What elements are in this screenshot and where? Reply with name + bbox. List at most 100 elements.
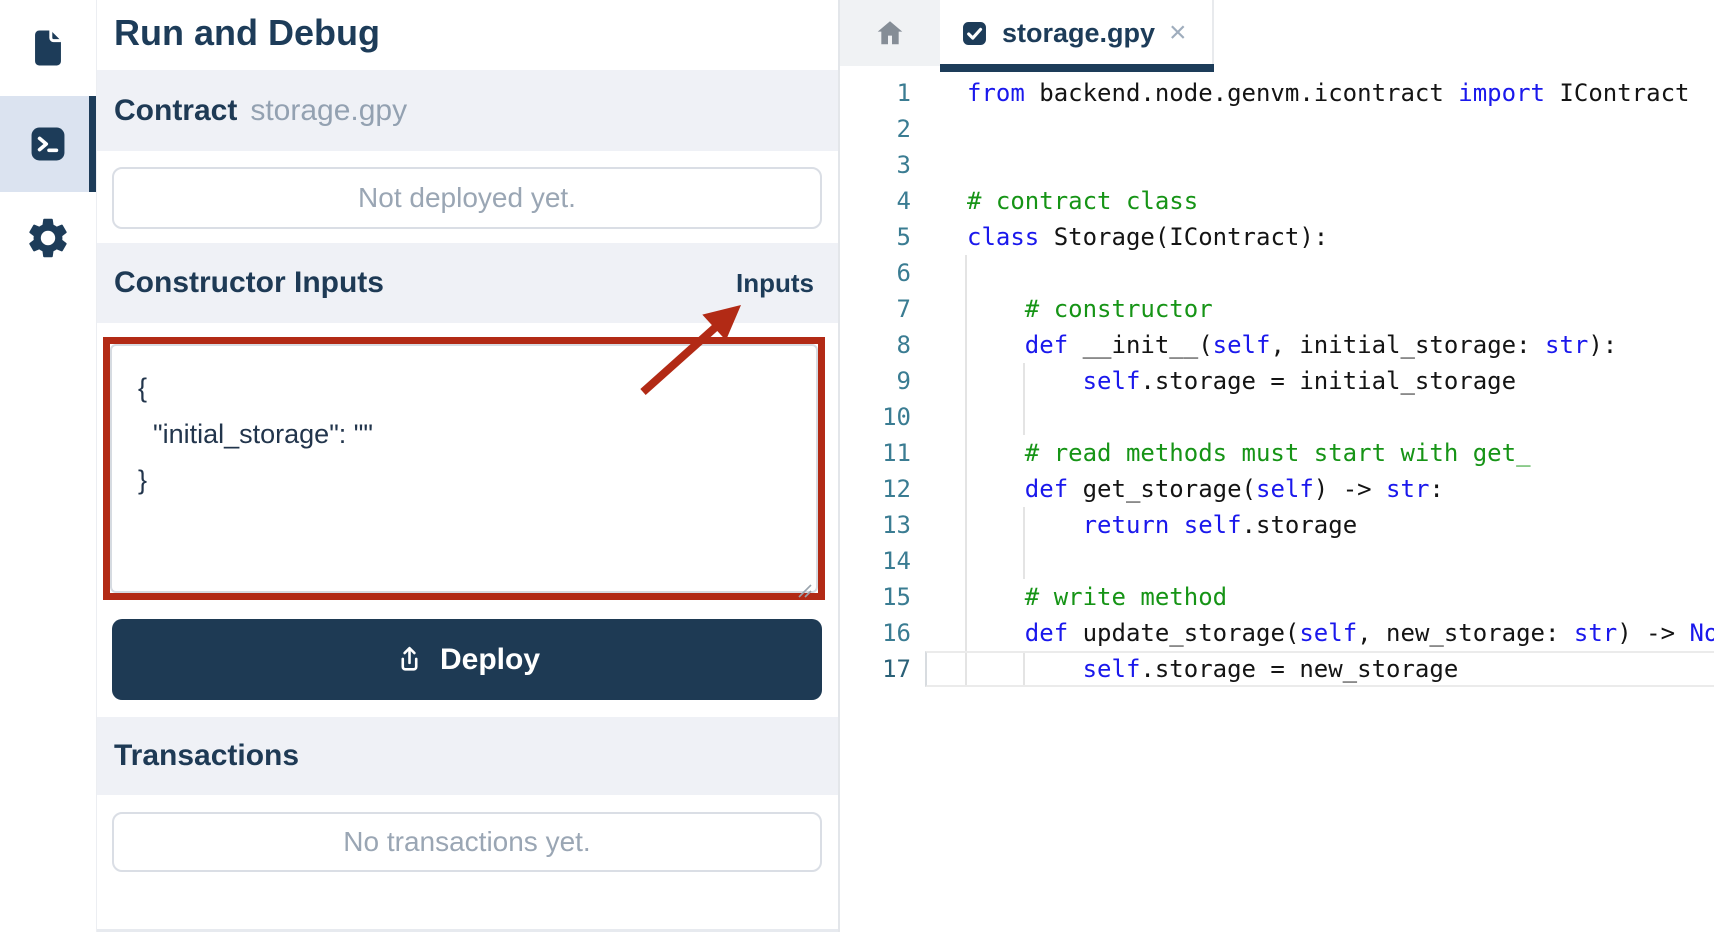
panel-bottom-divider: [96, 929, 838, 932]
transactions-section-header: Transactions: [96, 717, 838, 795]
contract-section-header: Contract storage.gpy: [96, 70, 838, 151]
code-text: return self.storage: [1082, 511, 1358, 539]
indent-guide: [965, 327, 967, 363]
contract-filename: storage.gpy: [250, 93, 408, 127]
active-indicator: [89, 96, 96, 192]
file-check-icon: [963, 21, 986, 45]
indent-guide: [965, 615, 967, 651]
code-line-5[interactable]: 5 class Storage(IContract):: [840, 219, 1714, 255]
code-line-16[interactable]: 16 def update_storage(self, new_storage:…: [840, 615, 1714, 651]
code-line-14[interactable]: 14: [840, 543, 1714, 579]
line-number: 12: [882, 475, 911, 503]
line-number: 6: [896, 259, 911, 287]
indent-guide: [1022, 543, 1025, 579]
indent-guide: [965, 471, 967, 507]
sidebar-item-files[interactable]: [0, 0, 96, 96]
page-title: Run and Debug: [114, 12, 380, 53]
constructor-inputs-label: Constructor Inputs: [114, 266, 384, 299]
line-number: 16: [882, 619, 911, 647]
tab-storage-gpy[interactable]: storage.gpy ×: [940, 0, 1214, 66]
run-and-debug-panel: Run and Debug Contract storage.gpy Not d…: [96, 0, 838, 932]
code-text: self.storage = new_storage: [1082, 655, 1459, 683]
icon-rail: [0, 0, 97, 932]
code-text: def update_storage(self, new_storage: st…: [1024, 619, 1714, 647]
inputs-badge: Inputs: [736, 267, 814, 298]
contract-label: Contract: [114, 93, 238, 127]
code-line-17[interactable]: 17 self.storage = new_storage: [840, 651, 1714, 687]
indent-guide: [965, 579, 967, 615]
deployment-status-box: Not deployed yet.: [112, 167, 822, 229]
line-number: 4: [896, 187, 911, 215]
code-line-2[interactable]: 2: [840, 111, 1714, 147]
line-number: 14: [882, 547, 911, 575]
code-editor: storage.gpy × 1 from backend.node.genvm.i…: [838, 0, 1714, 932]
code-text: def get_storage(self) -> str:: [1024, 475, 1444, 503]
indent-guide: [965, 507, 967, 543]
line-number: 17: [882, 655, 911, 683]
indent-guide: [965, 651, 967, 687]
transactions-empty-box: No transactions yet.: [112, 812, 822, 872]
line-number: 15: [882, 583, 911, 611]
constructor-inputs-editor[interactable]: { "initial_storage": "" }: [110, 344, 818, 593]
deployment-status-text: Not deployed yet.: [358, 182, 576, 213]
indent-guide: [965, 291, 967, 327]
line-number: 3: [896, 151, 911, 179]
line-number: 11: [882, 439, 911, 467]
file-icon: [35, 30, 61, 66]
code-line-4[interactable]: 4 # contract class: [840, 183, 1714, 219]
line-number: 9: [896, 367, 911, 395]
deploy-button-label: Deploy: [439, 642, 541, 676]
line-number: 7: [896, 295, 911, 323]
code-text: class Storage(IContract):: [967, 223, 1329, 251]
indent-guide: [1022, 363, 1025, 399]
code-text: # contract class: [967, 187, 1199, 215]
code-area[interactable]: 1 from backend.node.genvm.icontract impor…: [840, 66, 1714, 932]
sidebar-item-settings[interactable]: [0, 190, 96, 286]
code-text: # read methods must start with get_: [967, 439, 1531, 467]
code-line-1[interactable]: 1 from backend.node.genvm.icontract impor…: [840, 75, 1714, 111]
home-icon: [877, 21, 903, 45]
resize-handle[interactable]: [793, 581, 812, 598]
transactions-label: Transactions: [114, 739, 300, 772]
line-number: 1: [896, 79, 911, 107]
constructor-inputs-json[interactable]: { "initial_storage": "" }: [138, 373, 373, 495]
code-line-12[interactable]: 12 def get_storage(self) -> str:: [840, 471, 1714, 507]
line-number: 8: [896, 331, 911, 359]
indent-guide: [965, 435, 967, 471]
upload-icon: [401, 646, 418, 671]
indent-guide: [965, 255, 967, 291]
code-text: # constructor: [967, 295, 1213, 323]
line-number: 2: [896, 115, 911, 143]
code-line-6[interactable]: 6: [840, 255, 1714, 291]
code-text: def __init__(self, initial_storage: str)…: [1024, 331, 1618, 359]
code-line-9[interactable]: 9 self.storage = initial_storage: [840, 363, 1714, 399]
code-line-3[interactable]: 3: [840, 147, 1714, 183]
line-number: 5: [896, 223, 911, 251]
code-line-10[interactable]: 10: [840, 399, 1714, 435]
indent-guide: [1022, 507, 1025, 543]
line-number: 10: [882, 403, 911, 431]
code-line-11[interactable]: 11 # read methods must start with get_: [840, 435, 1714, 471]
deploy-button[interactable]: Deploy: [112, 619, 822, 700]
terminal-icon: [31, 127, 65, 161]
constructor-inputs-highlight: { "initial_storage": "" }: [103, 337, 825, 600]
indent-guide: [1022, 399, 1025, 435]
gear-icon: [29, 218, 67, 258]
transactions-empty-text: No transactions yet.: [343, 826, 591, 857]
line-number: 13: [882, 511, 911, 539]
indent-guide: [965, 399, 967, 435]
code-line-7[interactable]: 7 # constructor: [840, 291, 1714, 327]
indent-guide: [1022, 651, 1025, 687]
home-tab-button[interactable]: [840, 0, 940, 66]
code-lines: 1 from backend.node.genvm.icontract impor…: [840, 75, 1714, 687]
code-line-8[interactable]: 8 def __init__(self, initial_storage: st…: [840, 327, 1714, 363]
tab-close-icon[interactable]: ×: [1169, 16, 1187, 49]
indent-guide: [965, 363, 967, 399]
indent-guide: [965, 543, 967, 579]
tab-label: storage.gpy: [1002, 17, 1156, 48]
code-text: # write method: [967, 583, 1228, 611]
code-text: from backend.node.genvm.icontract import…: [967, 79, 1690, 107]
code-line-13[interactable]: 13 return self.storage: [840, 507, 1714, 543]
code-line-15[interactable]: 15 # write method: [840, 579, 1714, 615]
sidebar-item-run-and-debug[interactable]: [0, 96, 96, 192]
